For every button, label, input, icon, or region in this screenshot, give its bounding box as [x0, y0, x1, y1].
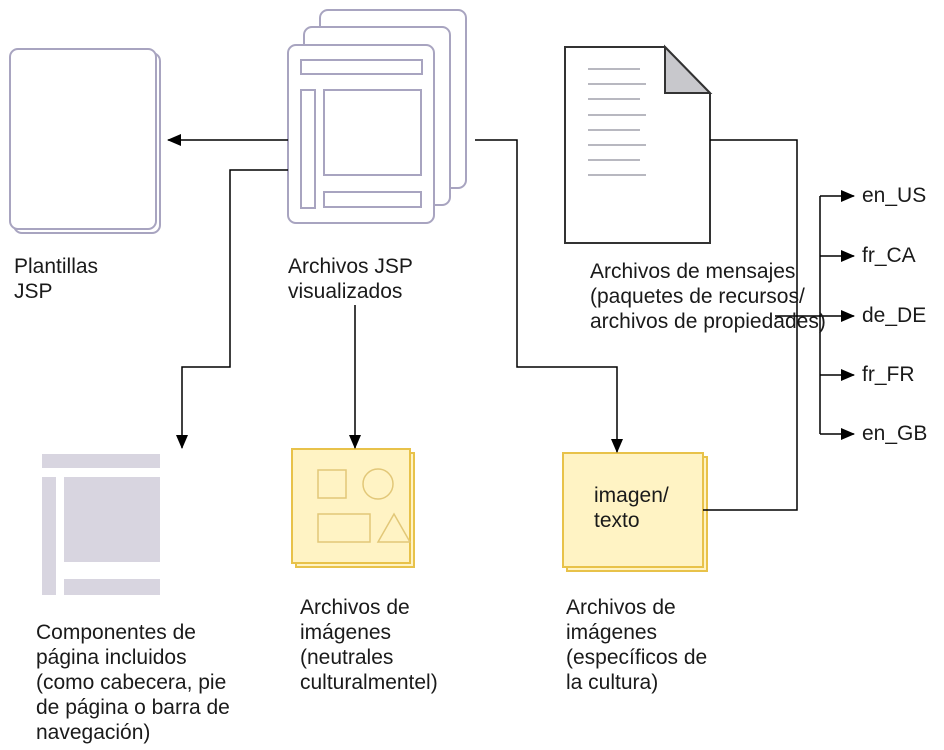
- rendered-jsp-label: Archivos JSP visualizados: [288, 255, 413, 303]
- arrow-to-components: [176, 169, 288, 449]
- message-files-label: Archivos de mensajes (paquetes de recurs…: [590, 260, 826, 333]
- jsp-template-page: [9, 48, 161, 234]
- connectors: [167, 134, 855, 511]
- image-text-label: imagen/ texto: [594, 484, 669, 532]
- page-components-label: Componentes de página incluidos (como ca…: [36, 621, 230, 744]
- message-file-document: [564, 44, 713, 244]
- rendered-jsp-stack: [287, 9, 467, 224]
- locale-fr-ca: fr_CA: [862, 244, 916, 267]
- specific-image-file: [562, 452, 708, 572]
- specific-images-label: Archivos de imágenes (específicos de la …: [566, 596, 708, 694]
- messages-bracket: [703, 139, 798, 511]
- arrow-to-specific-images: [475, 139, 623, 453]
- neutral-images-label: Archivos de imágenes (neutrales cultural…: [300, 596, 438, 694]
- rendered-page-layout: [300, 59, 423, 209]
- locale-en-gb: en_GB: [862, 422, 928, 445]
- locale-de-de: de_DE: [862, 304, 927, 327]
- page-components-icon: [42, 454, 160, 595]
- locale-fr-fr: fr_FR: [862, 363, 915, 386]
- templates-label: Plantillas JSP: [14, 255, 99, 303]
- neutral-image-file: [291, 448, 415, 568]
- locale-en-us: en_US: [862, 184, 927, 207]
